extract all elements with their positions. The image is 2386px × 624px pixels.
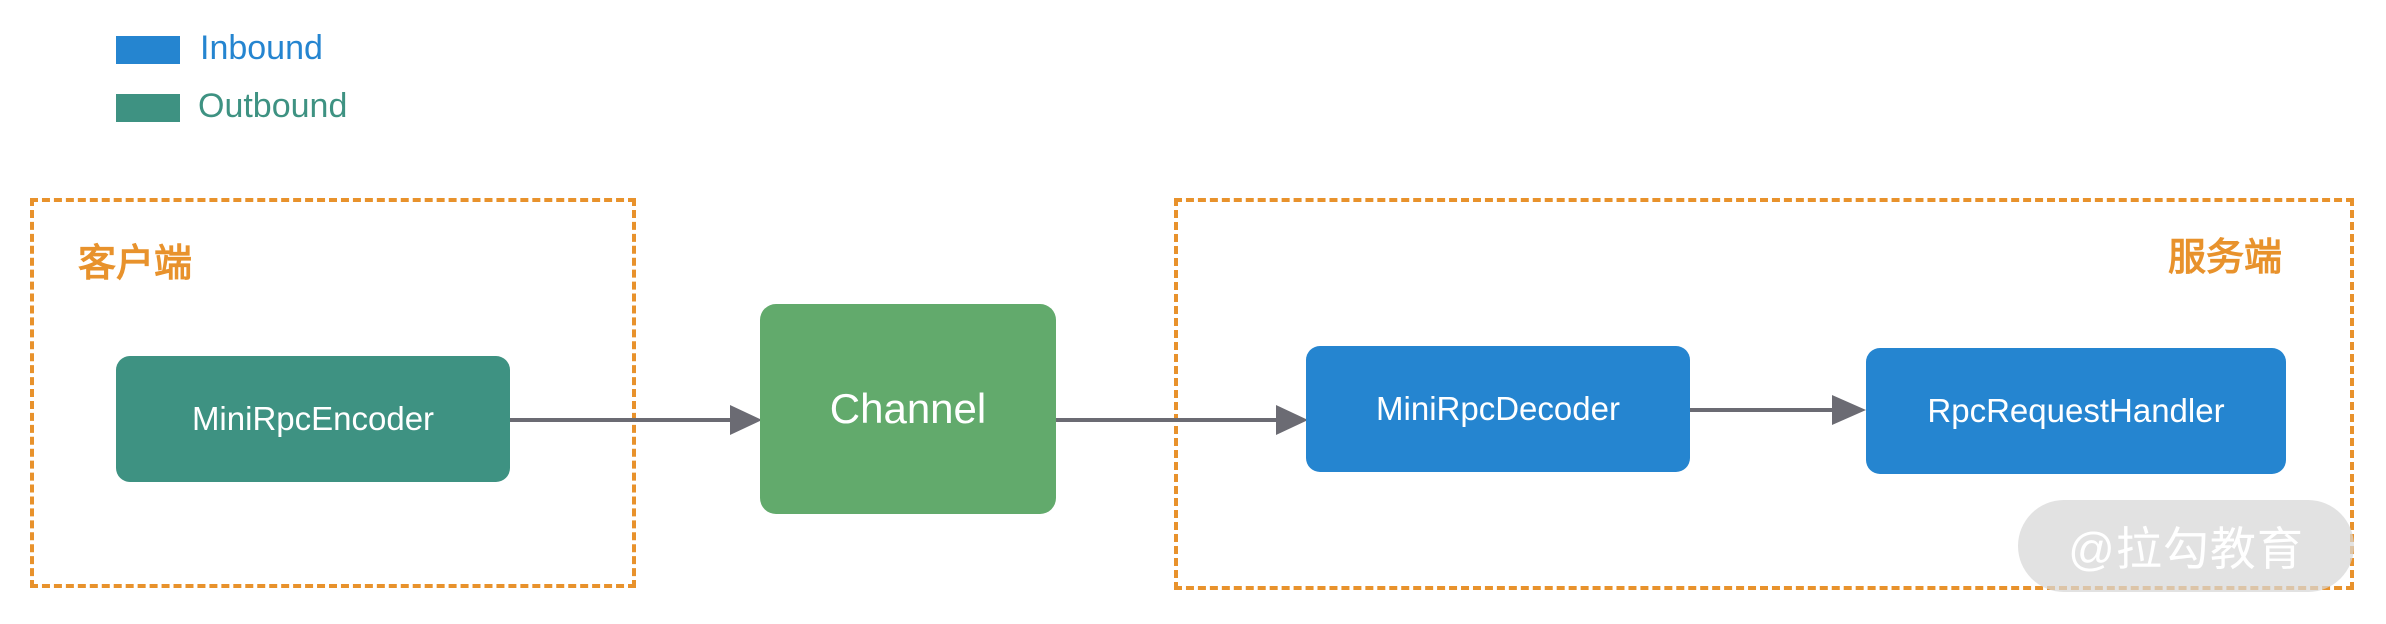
node-channel: Channel <box>760 304 1056 514</box>
server-region-title: 服务端 <box>2168 237 2283 279</box>
server-region <box>1174 198 2354 590</box>
legend-swatch-outbound <box>116 94 180 122</box>
node-label-handler: RpcRequestHandler <box>1927 392 2225 429</box>
legend-swatch-inbound <box>116 36 180 64</box>
node-mini-rpc-decoder: MiniRpcDecoder <box>1306 346 1690 472</box>
node-label-channel: Channel <box>829 385 987 432</box>
legend-label-outbound: Outbound <box>198 87 348 125</box>
arrow-channel-to-decoder <box>1056 405 1308 435</box>
legend-label-inbound: Inbound <box>200 29 323 67</box>
client-region <box>30 198 636 588</box>
client-region-title: 客户端 <box>78 243 193 285</box>
node-mini-rpc-encoder: MiniRpcEncoder <box>116 356 510 482</box>
arrow-decoder-to-handler <box>1690 395 1866 425</box>
arrow-encoder-to-channel <box>510 405 762 435</box>
node-label-decoder: MiniRpcDecoder <box>1376 390 1620 427</box>
watermark-badge: @拉勾教育 <box>2018 500 2354 592</box>
node-rpc-request-handler: RpcRequestHandler <box>1866 348 2286 474</box>
watermark-text: @拉勾教育 <box>2068 523 2304 575</box>
node-label-encoder: MiniRpcEncoder <box>191 400 435 437</box>
